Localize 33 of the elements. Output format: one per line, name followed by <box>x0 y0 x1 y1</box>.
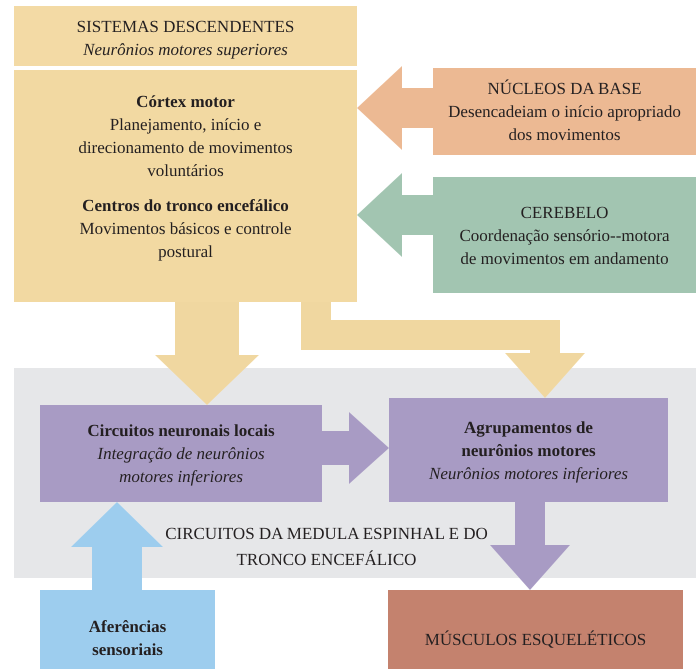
node-text: Coordenação sensório--motora de movimentos em andamento <box>458 224 671 270</box>
node-title: MÚSCULOS ESQUELÉTICOS <box>424 629 646 651</box>
node-title: SISTEMAS DESCENDENTES <box>76 16 294 38</box>
node-title: CIRCUITOS DA MEDULA ESPINHAL E DO TRONCO ENCEFÁLICO <box>164 523 489 571</box>
block-arrow <box>322 412 389 484</box>
block-arrow <box>357 66 433 150</box>
node-title: Circuitos neuronais locais <box>87 420 275 442</box>
process-box <box>388 590 683 669</box>
node-text: Integração de neurônios motores inferiores <box>96 443 266 488</box>
node-text: Neurônios motores inferiores <box>429 462 628 484</box>
node-title: CEREBELO <box>520 202 608 224</box>
block-arrow <box>301 302 585 398</box>
node-text: Neurônios motores superiores <box>83 39 288 61</box>
block-arrow <box>490 502 570 590</box>
block-arrow <box>71 502 163 590</box>
process-box <box>433 177 696 293</box>
node-text: Centros do tronco encefálico <box>82 195 289 217</box>
node-title: Córtex motor <box>136 91 235 113</box>
process-box <box>40 590 215 669</box>
process-box <box>14 70 357 302</box>
process-box <box>433 68 696 155</box>
node-text: Desencadeiam o início apropriado dos movimentos <box>447 101 682 146</box>
node-text: Planejamento, início e direcionamento de movimentos voluntários <box>77 114 294 182</box>
process-box <box>389 398 668 502</box>
node-text: Movimentos básicos e controle postural <box>78 218 292 263</box>
block-arrow <box>357 173 433 257</box>
node-title: NÚCLEOS DA BASE <box>488 78 642 100</box>
block-arrow <box>155 302 259 405</box>
node-title: Agrupamentos de neurônios motores <box>460 416 597 462</box>
group-band <box>14 368 696 578</box>
process-box <box>40 405 322 502</box>
header-box <box>14 6 357 66</box>
node-title: Aferências sensoriais <box>88 616 168 660</box>
